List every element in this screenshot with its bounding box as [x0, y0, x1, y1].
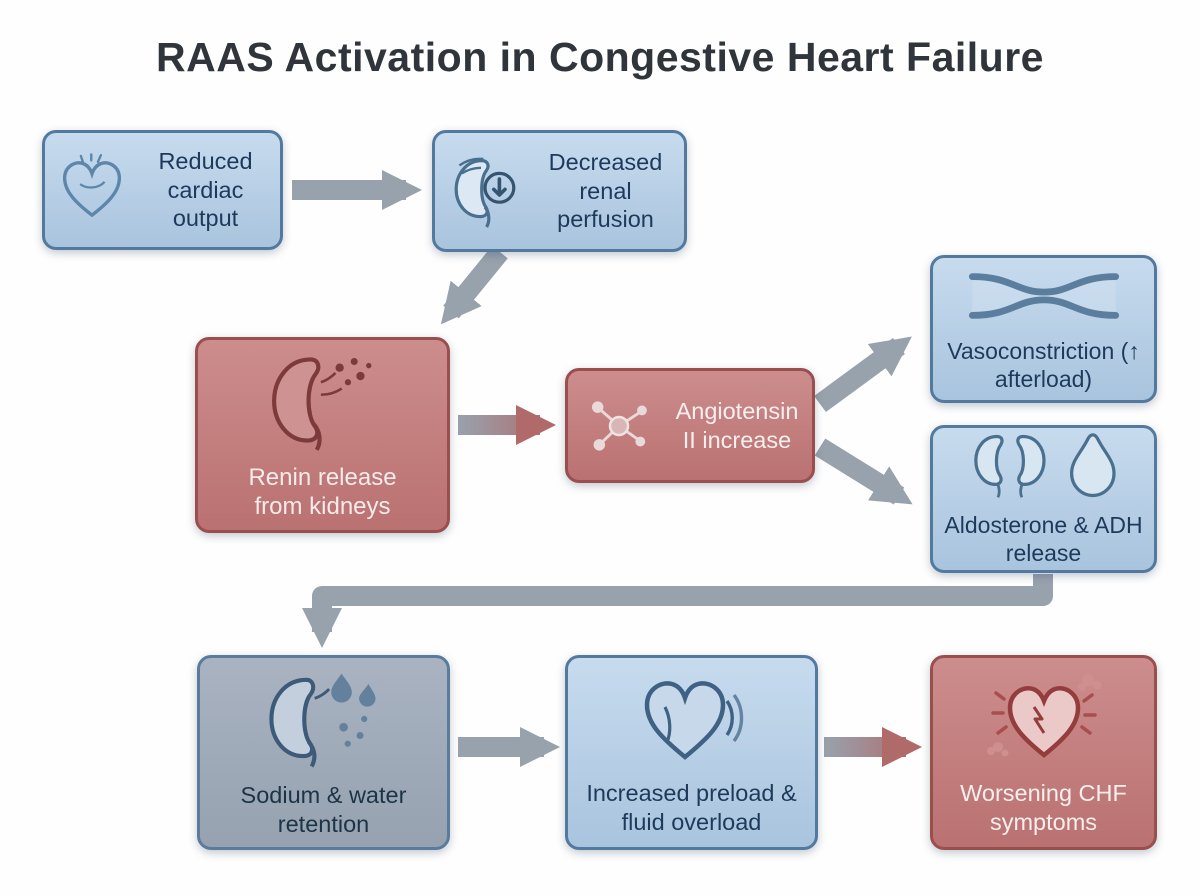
node-label: Worsening CHF symptoms	[960, 779, 1127, 835]
kidney-secretion-icon	[259, 349, 387, 453]
arrow-aldosterone-to-sodium	[302, 574, 1053, 648]
kidney-down-arrow-icon	[445, 151, 525, 231]
stressed-heart-icon	[984, 669, 1104, 769]
node-label: Increased preload & fluid overload	[586, 779, 797, 835]
node-aldosterone-adh: Aldosterone & ADH release	[930, 425, 1157, 573]
node-worsening-chf: Worsening CHF symptoms	[930, 655, 1157, 850]
narrowed-vessel-icon	[966, 265, 1122, 327]
node-label: Sodium & water retention	[240, 781, 407, 837]
node-label: Vasoconstriction (↑ afterload)	[947, 337, 1140, 392]
arrow-angiotensin-to-vasoconstriction	[814, 336, 912, 413]
node-label: Aldosterone & ADH release	[944, 511, 1143, 566]
arrow-renal-to-renin	[440, 245, 508, 325]
node-label: Reduced cardiac output	[158, 148, 253, 232]
node-reduced-cardiac-output: Reduced cardiac output	[42, 130, 283, 250]
diagram-title: RAAS Activation in Congestive Heart Fail…	[156, 34, 1044, 80]
node-increased-preload: Increased preload & fluid overload	[565, 655, 818, 850]
molecule-icon	[578, 388, 660, 464]
arrow-angiotensin-to-aldosterone	[814, 438, 913, 505]
node-label: Decreased renal perfusion	[548, 149, 663, 233]
kidneys-gland-icon	[964, 431, 1124, 501]
node-angiotensin-ii: Angiotensin II increase	[565, 368, 815, 483]
node-vasoconstriction: Vasoconstriction (↑ afterload)	[930, 255, 1157, 403]
node-sodium-water-retention: Sodium & water retention	[197, 655, 450, 850]
overloaded-heart-icon	[633, 669, 751, 769]
node-label: Angiotensin II increase	[675, 397, 799, 453]
node-label: Renin release from kidneys	[248, 463, 397, 520]
node-decreased-renal-perfusion: Decreased renal perfusion	[432, 130, 687, 252]
node-renin-release: Renin release from kidneys	[195, 337, 450, 533]
kidney-droplets-icon	[257, 667, 391, 771]
heart-icon	[55, 153, 129, 227]
